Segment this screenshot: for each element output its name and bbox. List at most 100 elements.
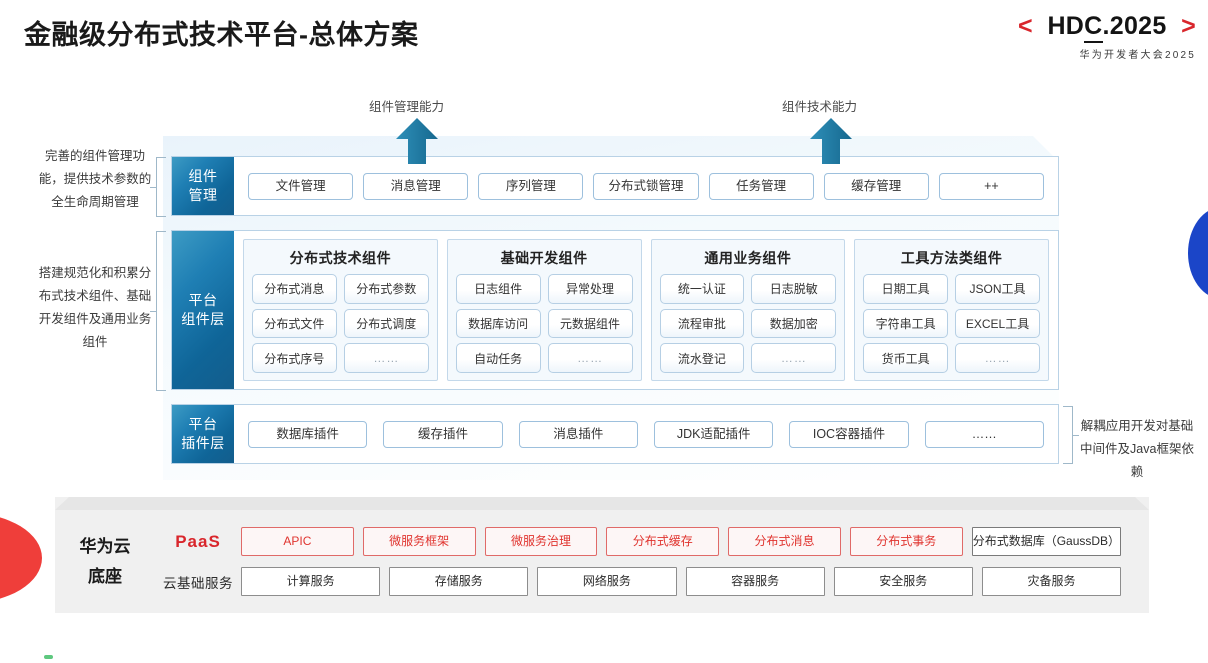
layer-label-platform-plugin: 平台 插件层 bbox=[172, 405, 234, 463]
chip-jdk-adapter-plugin[interactable]: JDK适配插件 bbox=[653, 420, 774, 448]
callout-label-component-technology: 组件技术能力 bbox=[782, 100, 858, 114]
cell-item[interactable]: 日期工具 bbox=[863, 274, 949, 304]
group-cells: 统一认证 日志脱敏 流程审批 数据加密 流水登记 …… bbox=[659, 274, 837, 373]
paas-item-distributed-cache[interactable]: 分布式缓存 bbox=[606, 527, 720, 556]
cell-item[interactable]: 分布式参数 bbox=[343, 274, 429, 304]
cell-item[interactable]: 异常处理 bbox=[547, 274, 633, 304]
cell-item[interactable]: 数据库访问 bbox=[455, 308, 541, 339]
cell-item[interactable]: EXCEL工具 bbox=[955, 308, 1040, 339]
paas-item-distributed-message[interactable]: 分布式消息 bbox=[728, 527, 841, 556]
infra-item-security[interactable]: 安全服务 bbox=[833, 567, 973, 596]
infra-item-storage[interactable]: 存储服务 bbox=[389, 567, 529, 596]
cell-item[interactable]: 统一认证 bbox=[659, 274, 745, 304]
page-title: 金融级分布式技术平台-总体方案 bbox=[24, 20, 419, 50]
plugin-items: 数据库插件 缓存插件 消息插件 JDK适配插件 IOC容器插件 …… bbox=[234, 405, 1058, 463]
layer-label-platform-component: 平台 组件层 bbox=[172, 231, 234, 389]
base-label-line2: 底座 bbox=[88, 566, 122, 586]
hdc-logo-subtitle: 华为开发者大会2025 bbox=[1079, 50, 1196, 61]
decor-green-dash bbox=[44, 655, 53, 659]
cell-item[interactable]: 日志脱敏 bbox=[751, 274, 837, 304]
up-arrow-icon bbox=[396, 118, 438, 164]
chip-cache-management[interactable]: 缓存管理 bbox=[823, 172, 929, 200]
base-label: 华为云 底座 bbox=[55, 532, 155, 592]
paas-item-microservice-framework[interactable]: 微服务框架 bbox=[362, 527, 476, 556]
callout-label-component-management: 组件管理能力 bbox=[369, 100, 445, 114]
cell-item[interactable]: 自动任务 bbox=[455, 343, 541, 373]
chip-message-management[interactable]: 消息管理 bbox=[363, 172, 469, 200]
decor-red-wedge bbox=[0, 513, 42, 603]
layer-label-line1: 组件 bbox=[188, 168, 218, 185]
chip-cache-plugin[interactable]: 缓存插件 bbox=[383, 420, 503, 448]
layer-label-line2: 管理 bbox=[188, 187, 218, 203]
layer-platform-plugin: 平台 插件层 数据库插件 缓存插件 消息插件 JDK适配插件 IOC容器插件 …… bbox=[171, 404, 1059, 464]
annotation-left-bottom: 搭建规范化和积累分布式技术组件、基础开发组件及通用业务组件 bbox=[38, 266, 152, 350]
chip-distributed-lock-management[interactable]: 分布式锁管理 bbox=[593, 172, 699, 200]
layer-component-management: 组件 管理 文件管理 消息管理 序列管理 分布式锁管理 任务管理 缓存管理 ++ bbox=[171, 156, 1059, 216]
layer-label-line2: 插件层 bbox=[181, 435, 225, 451]
cell-item[interactable]: 元数据组件 bbox=[547, 308, 633, 339]
cell-item[interactable]: JSON工具 bbox=[955, 274, 1040, 304]
infra-item-disaster-recovery[interactable]: 灾备服务 bbox=[981, 567, 1122, 596]
chip-task-management[interactable]: 任务管理 bbox=[708, 172, 814, 200]
logo-right-angle-icon: > bbox=[1181, 12, 1196, 40]
layer-label-line2: 组件层 bbox=[181, 311, 225, 327]
cell-item-more[interactable]: …… bbox=[955, 343, 1040, 373]
chip-sequence-management[interactable]: 序列管理 bbox=[478, 172, 584, 200]
paas-item-distributed-database-gaussdb[interactable]: 分布式数据库（GaussDB） bbox=[971, 527, 1122, 556]
logo-left-angle-icon: < bbox=[1018, 12, 1033, 40]
base-row-cloud-infra: 云基础服务 计算服务 存储服务 网络服务 容器服务 安全服务 灾备服务 bbox=[155, 566, 1122, 597]
layer-label-line1: 平台 bbox=[188, 292, 218, 309]
layer-label-component-management: 组件 管理 bbox=[172, 157, 234, 215]
cell-item[interactable]: 流水登记 bbox=[659, 343, 745, 373]
group-general-business: 通用业务组件 统一认证 日志脱敏 流程审批 数据加密 流水登记 …… bbox=[650, 239, 846, 381]
chip-message-plugin[interactable]: 消息插件 bbox=[518, 420, 638, 448]
base-rows: PaaS APIC 微服务框架 微服务治理 分布式缓存 分布式消息 分布式事务 … bbox=[155, 526, 1149, 597]
cell-item[interactable]: 日志组件 bbox=[455, 274, 541, 304]
cell-item[interactable]: 分布式文件 bbox=[252, 308, 337, 339]
group-tool-methods: 工具方法类组件 日期工具 JSON工具 字符串工具 EXCEL工具 货币工具 …… bbox=[854, 239, 1049, 381]
huawei-cloud-base: 华为云 底座 PaaS APIC 微服务框架 微服务治理 分布式缓存 分布式消息… bbox=[55, 497, 1149, 613]
chip-more[interactable]: …… bbox=[924, 420, 1044, 448]
decor-blue-lens bbox=[1188, 207, 1208, 299]
hdc-logo: < HDC.2025 > 华为开发者大会2025 bbox=[1018, 12, 1196, 61]
group-title: 通用业务组件 bbox=[704, 250, 792, 266]
cell-item-more[interactable]: …… bbox=[343, 343, 429, 373]
cell-item[interactable]: 货币工具 bbox=[863, 343, 949, 373]
cell-item[interactable]: 数据加密 bbox=[751, 308, 837, 339]
cell-item[interactable]: 字符串工具 bbox=[863, 308, 949, 339]
chip-database-plugin[interactable]: 数据库插件 bbox=[248, 420, 368, 448]
chip-file-management[interactable]: 文件管理 bbox=[248, 172, 354, 200]
component-groups: 分布式技术组件 分布式消息 分布式参数 分布式文件 分布式调度 分布式序号 ……… bbox=[234, 231, 1058, 389]
up-arrow-icon bbox=[810, 118, 852, 164]
group-title: 分布式技术组件 bbox=[289, 250, 392, 266]
chip-ioc-container-plugin[interactable]: IOC容器插件 bbox=[789, 420, 909, 448]
annotation-left-top: 完善的组件管理功能，提供技术参数的全生命周期管理 bbox=[38, 149, 152, 210]
group-cells: 日志组件 异常处理 数据库访问 元数据组件 自动任务 …… bbox=[455, 274, 633, 373]
cell-item-more[interactable]: …… bbox=[751, 343, 837, 373]
hdc-logo-main: < HDC.2025 > bbox=[1018, 12, 1196, 43]
group-basic-development: 基础开发组件 日志组件 异常处理 数据库访问 元数据组件 自动任务 …… bbox=[446, 239, 642, 381]
infra-item-container[interactable]: 容器服务 bbox=[685, 567, 825, 596]
cell-item-more[interactable]: …… bbox=[547, 343, 633, 373]
cell-item[interactable]: 分布式序号 bbox=[252, 343, 337, 373]
layer-label-line1: 平台 bbox=[188, 416, 218, 433]
group-title: 工具方法类组件 bbox=[900, 250, 1003, 266]
paas-item-distributed-transaction[interactable]: 分布式事务 bbox=[849, 527, 963, 556]
infra-item-compute[interactable]: 计算服务 bbox=[241, 567, 381, 596]
base-row-tag-cloud-infra: 云基础服务 bbox=[163, 575, 233, 591]
layer-platform-component: 平台 组件层 分布式技术组件 分布式消息 分布式参数 分布式文件 分布式调度 分… bbox=[171, 230, 1059, 390]
chip-more[interactable]: ++ bbox=[938, 172, 1044, 200]
cell-item[interactable]: 流程审批 bbox=[659, 308, 745, 339]
group-cells: 分布式消息 分布式参数 分布式文件 分布式调度 分布式序号 …… bbox=[252, 274, 429, 373]
paas-item-microservice-governance[interactable]: 微服务治理 bbox=[484, 527, 598, 556]
infra-item-network[interactable]: 网络服务 bbox=[537, 567, 677, 596]
paas-item-apic[interactable]: APIC bbox=[241, 527, 354, 556]
cell-item[interactable]: 分布式调度 bbox=[343, 308, 429, 339]
group-cells: 日期工具 JSON工具 字符串工具 EXCEL工具 货币工具 …… bbox=[863, 274, 1040, 373]
annotation-right: 解耦应用开发对基础中间件及Java框架依赖 bbox=[1080, 419, 1194, 480]
cell-item[interactable]: 分布式消息 bbox=[252, 274, 337, 304]
management-items: 文件管理 消息管理 序列管理 分布式锁管理 任务管理 缓存管理 ++ bbox=[234, 157, 1058, 215]
group-title: 基础开发组件 bbox=[500, 250, 588, 266]
base-row-paas: PaaS APIC 微服务框架 微服务治理 分布式缓存 分布式消息 分布式事务 … bbox=[155, 526, 1122, 557]
